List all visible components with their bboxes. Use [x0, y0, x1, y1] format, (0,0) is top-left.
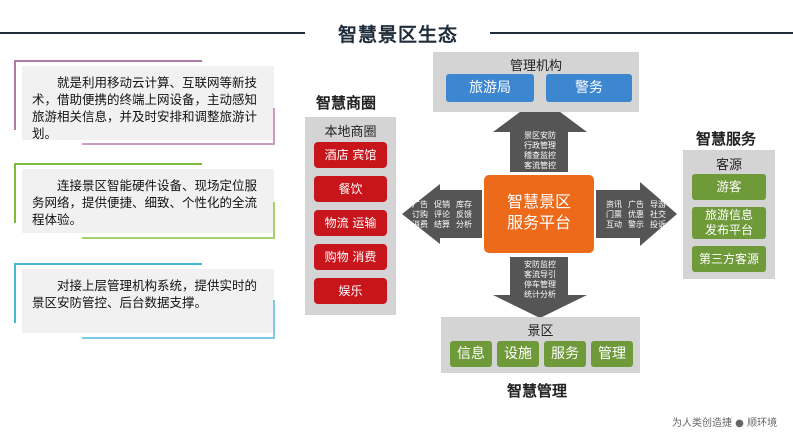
arrow-right-col-1: 资讯 门票 互动: [604, 200, 624, 230]
center-platform-line2: 服务平台: [506, 213, 571, 232]
text-box-2: 连接景区智能硬件设备、现场定位服务网络，提供便捷、细致、个性化的全流程体验。: [22, 169, 274, 233]
commerce-item-shopping: 购物 消费: [314, 244, 387, 270]
arrow-left-shape: [402, 184, 482, 244]
service-item-third-party: 第三方客源: [692, 246, 766, 272]
arrow-right-word: 社交: [650, 210, 666, 219]
arrow-right-col-3: 导游 社交 投诉: [648, 200, 668, 230]
management-item-management: 管理: [591, 341, 633, 367]
arrow-right-word: 警示: [628, 220, 644, 229]
arrow-left-word: 消费: [412, 220, 428, 229]
management-panel-label: 景区: [527, 324, 554, 339]
commerce-section-title: 智慧商圈: [316, 94, 377, 112]
box1-deco-right: [273, 108, 275, 144]
management-item-service: 服务: [544, 341, 586, 367]
center-platform: 智慧景区 服务平台: [484, 175, 594, 253]
text-box-2-text: 连接景区智能硬件设备、现场定位服务网络，提供便捷、细致、个性化的全流程体验。: [32, 178, 258, 227]
box3-deco-left: [14, 263, 16, 323]
commerce-item-entertainment: 娱乐: [314, 278, 387, 304]
text-box-3-text: 对接上层管理机构系统，提供实时的景区安防管控、后台数据支撑。: [32, 278, 258, 310]
arrow-right-word: 资讯: [606, 200, 622, 209]
arrow-down-line: 停车管理: [524, 280, 556, 289]
service-item-tourist: 游客: [692, 174, 766, 200]
box1-deco-left: [14, 60, 16, 130]
arrow-left-word: 广告: [412, 200, 428, 209]
admin-item-police: 警务: [546, 74, 632, 102]
box2-deco-top: [14, 163, 202, 165]
arrow-up-text: 景区安防 行政管理 稽查监控 客流管控: [518, 131, 562, 171]
arrow-left-col-2: 促销 评论 结算: [432, 200, 452, 230]
box2-deco-right: [273, 202, 275, 238]
management-section-title: 智慧管理: [507, 382, 568, 400]
center-platform-line1: 智慧景区: [506, 192, 571, 211]
service-item-info-platform: 旅游信息 发布平台: [692, 207, 766, 239]
arrow-up-line: 客流管控: [524, 161, 556, 170]
arrow-right-word: 互动: [606, 220, 622, 229]
box3-deco-top: [14, 263, 202, 265]
management-item-facilities: 设施: [497, 341, 539, 367]
arrow-down-line: 统计分析: [524, 290, 556, 299]
arrow-left-word: 库存: [456, 200, 472, 209]
arrow-right-word: 优惠: [628, 210, 644, 219]
box3-deco-bottom: [82, 337, 275, 339]
arrow-up-line: 稽查监控: [524, 151, 556, 160]
title-rule-left: [0, 32, 305, 34]
arrow-down-line: 安防监控: [524, 260, 556, 269]
box2-deco-bottom: [82, 237, 275, 239]
box2-deco-left: [14, 163, 16, 223]
commerce-item-logistics: 物流 运输: [314, 210, 387, 236]
arrow-left-col-1: 广告 订购 消费: [410, 200, 430, 230]
arrow-left-word: 评论: [434, 210, 450, 219]
text-box-1-text: 就是利用移动云计算、互联网等新技术，借助便携的终端上网设备，主动感知旅游相关信息…: [32, 75, 258, 141]
arrow-up-line: 行政管理: [524, 141, 556, 150]
arrow-left-word: 分析: [456, 220, 472, 229]
arrow-right-col-2: 广告 优惠 警示: [626, 200, 646, 230]
footer-slogan: 为人类创造捷 ● 顺环境: [672, 418, 778, 429]
arrow-right-word: 门票: [606, 210, 622, 219]
service-panel-label: 客源: [715, 158, 742, 173]
admin-panel-label: 管理机构: [509, 59, 562, 74]
arrow-down-shape: [493, 257, 587, 318]
text-box-3: 对接上层管理机构系统，提供实时的景区安防管控、后台数据支撑。: [22, 269, 274, 333]
arrow-right-word: 广告: [628, 200, 644, 209]
service-section-title: 智慧服务: [696, 130, 757, 148]
arrow-left-word: 订购: [412, 210, 428, 219]
box1-deco-top: [14, 60, 202, 62]
title-rule-right: [490, 32, 793, 34]
arrow-right-shape: [596, 182, 677, 246]
box1-deco-bottom: [82, 143, 275, 145]
arrow-right-word: 导游: [650, 200, 666, 209]
commerce-item-hotel: 酒店 宾馆: [314, 142, 387, 168]
arrow-left-col-3: 库存 反馈 分析: [454, 200, 474, 230]
text-box-1: 就是利用移动云计算、互联网等新技术，借助便携的终端上网设备，主动感知旅游相关信息…: [22, 66, 274, 141]
commerce-panel-label: 本地商圈: [324, 125, 377, 140]
box3-deco-right: [273, 300, 275, 338]
arrow-left-word: 结算: [434, 220, 450, 229]
admin-item-tourism-bureau: 旅游局: [446, 74, 534, 102]
arrow-up-shape: [493, 97, 587, 172]
commerce-item-dining: 餐饮: [314, 176, 387, 202]
arrow-left-word: 反馈: [456, 210, 472, 219]
management-item-info: 信息: [450, 341, 492, 367]
arrow-up-line: 景区安防: [524, 131, 556, 140]
arrow-right-word: 投诉: [650, 220, 666, 229]
arrow-left-word: 促销: [434, 200, 450, 209]
arrow-down-text: 安防监控 客流导引 停车管理 统计分析: [518, 260, 562, 300]
page-title: 智慧景区生态: [337, 24, 458, 46]
arrow-down-line: 客流导引: [524, 270, 556, 279]
